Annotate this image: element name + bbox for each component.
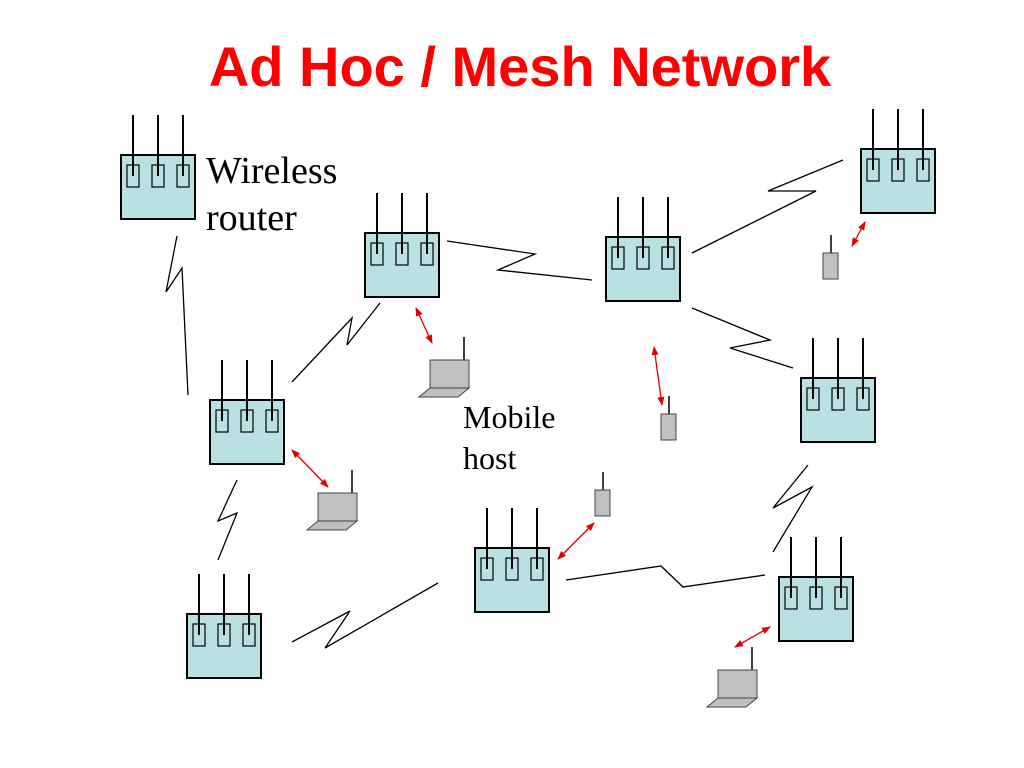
router-label-line-2: router [206,197,297,239]
phone-body [594,489,611,517]
wireless-link [691,307,794,369]
router-icon [860,109,936,214]
connection-arrow [291,449,329,488]
router-icon [800,338,876,443]
connection-arrow [734,626,771,648]
laptop-keyboard [417,387,471,398]
laptop-icon [417,337,471,398]
wireless-link [165,235,189,396]
page-title: Ad Hoc / Mesh Network [209,35,832,98]
wireless-link [216,479,239,561]
laptop-screen [317,492,358,522]
mobile-host-label-line-2: host [463,440,516,476]
laptop-screen [717,669,758,699]
wireless-link [772,464,814,553]
phone-body [660,413,677,441]
phone-body [822,252,839,280]
router-icon [778,537,854,642]
laptop-keyboard [305,520,359,531]
laptop-icon [705,647,759,708]
router-icon [120,115,196,220]
connection-arrow [651,346,665,406]
connection-arrow [557,522,595,560]
wireless-link [446,240,593,281]
laptop-keyboard [705,697,759,708]
wireless-link [291,302,381,383]
network-shapes [120,109,936,708]
phone-icon [822,235,839,280]
router-icon [474,508,550,613]
phone-icon [660,396,677,441]
laptop-icon [305,470,359,531]
laptop-screen [429,359,470,389]
wireless-link [565,565,766,588]
router-icon [364,193,440,298]
connection-arrow [851,221,866,247]
router-label-line-1: Wireless [206,150,337,192]
router-icon [605,197,681,302]
wireless-link [291,582,439,649]
connection-arrow [415,307,433,344]
phone-icon [594,472,611,517]
router-icon [209,360,285,465]
mobile-host-label-line-1: Mobile [463,399,555,435]
router-icon [186,574,262,679]
wireless-link [691,159,844,254]
